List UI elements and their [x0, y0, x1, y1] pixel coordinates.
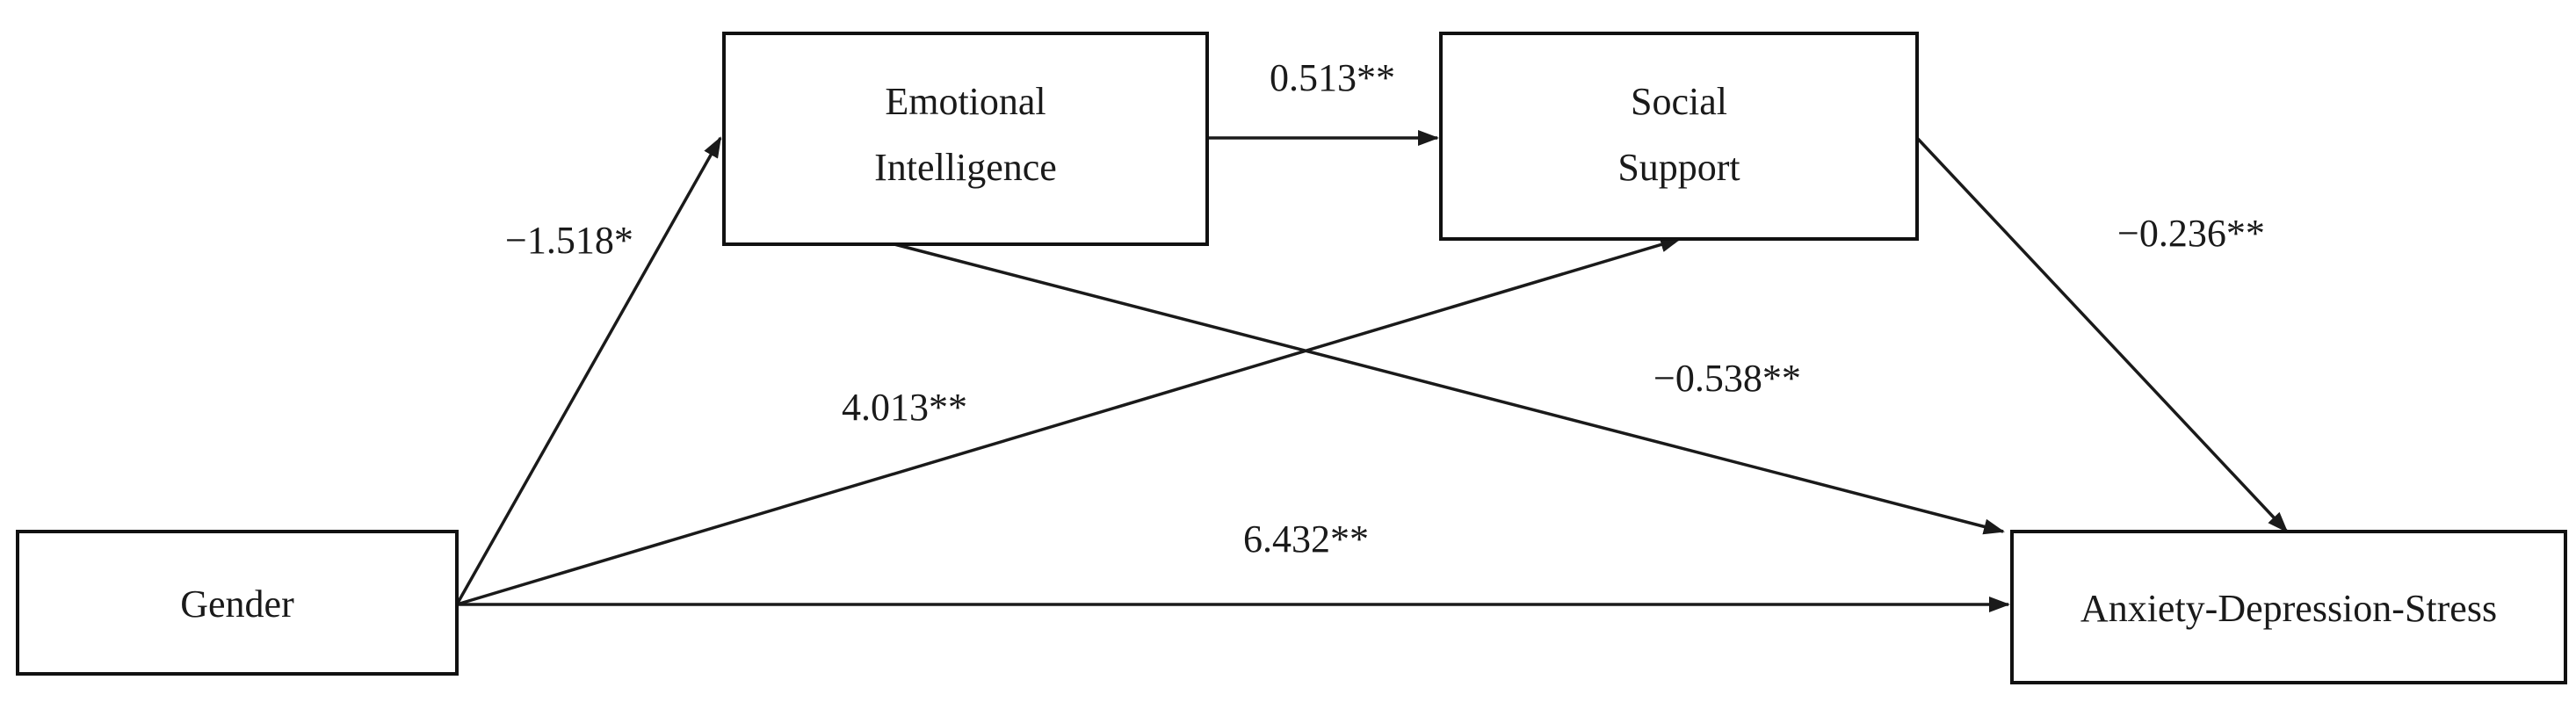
arrow-emotional-intelligence-to-anxiety-depression-stress	[894, 242, 2005, 535]
arrow-social-support-to-anxiety-depression-stress	[1915, 136, 2289, 533]
box-social-support	[1439, 32, 1919, 241]
box-anxiety-depression-stress	[2010, 530, 2567, 684]
coefficient-social-support-to-anxiety-depression-stress: −0.236**	[2117, 212, 2265, 255]
label-emotional-intelligence-line1: Emotional	[885, 80, 1046, 123]
coefficient-gender-to-social-support: 4.013**	[842, 386, 967, 429]
arrow-gender-to-emotional-intelligence	[455, 136, 722, 605]
label-emotional-intelligence-line2: Intelligence	[874, 146, 1057, 189]
box-emotional-intelligence	[722, 32, 1209, 246]
box-gender	[16, 530, 459, 676]
label-social-support-line2: Support	[1617, 146, 1740, 189]
coefficient-emotional-intelligence-to-anxiety-depression-stress: −0.538**	[1653, 357, 1801, 400]
label-social-support-line1: Social	[1631, 80, 1727, 123]
arrow-gender-to-social-support	[456, 236, 1682, 606]
label-anxiety-depression-stress: Anxiety-Depression-Stress	[2080, 587, 2497, 630]
coefficient-gender-to-anxiety-depression-stress: 6.432**	[1243, 517, 1369, 561]
coefficient-emotional-intelligence-to-social-support: 0.513**	[1270, 56, 1395, 99]
label-gender: Gender	[180, 582, 294, 626]
coefficient-gender-to-emotional-intelligence: −1.518*	[505, 219, 633, 262]
